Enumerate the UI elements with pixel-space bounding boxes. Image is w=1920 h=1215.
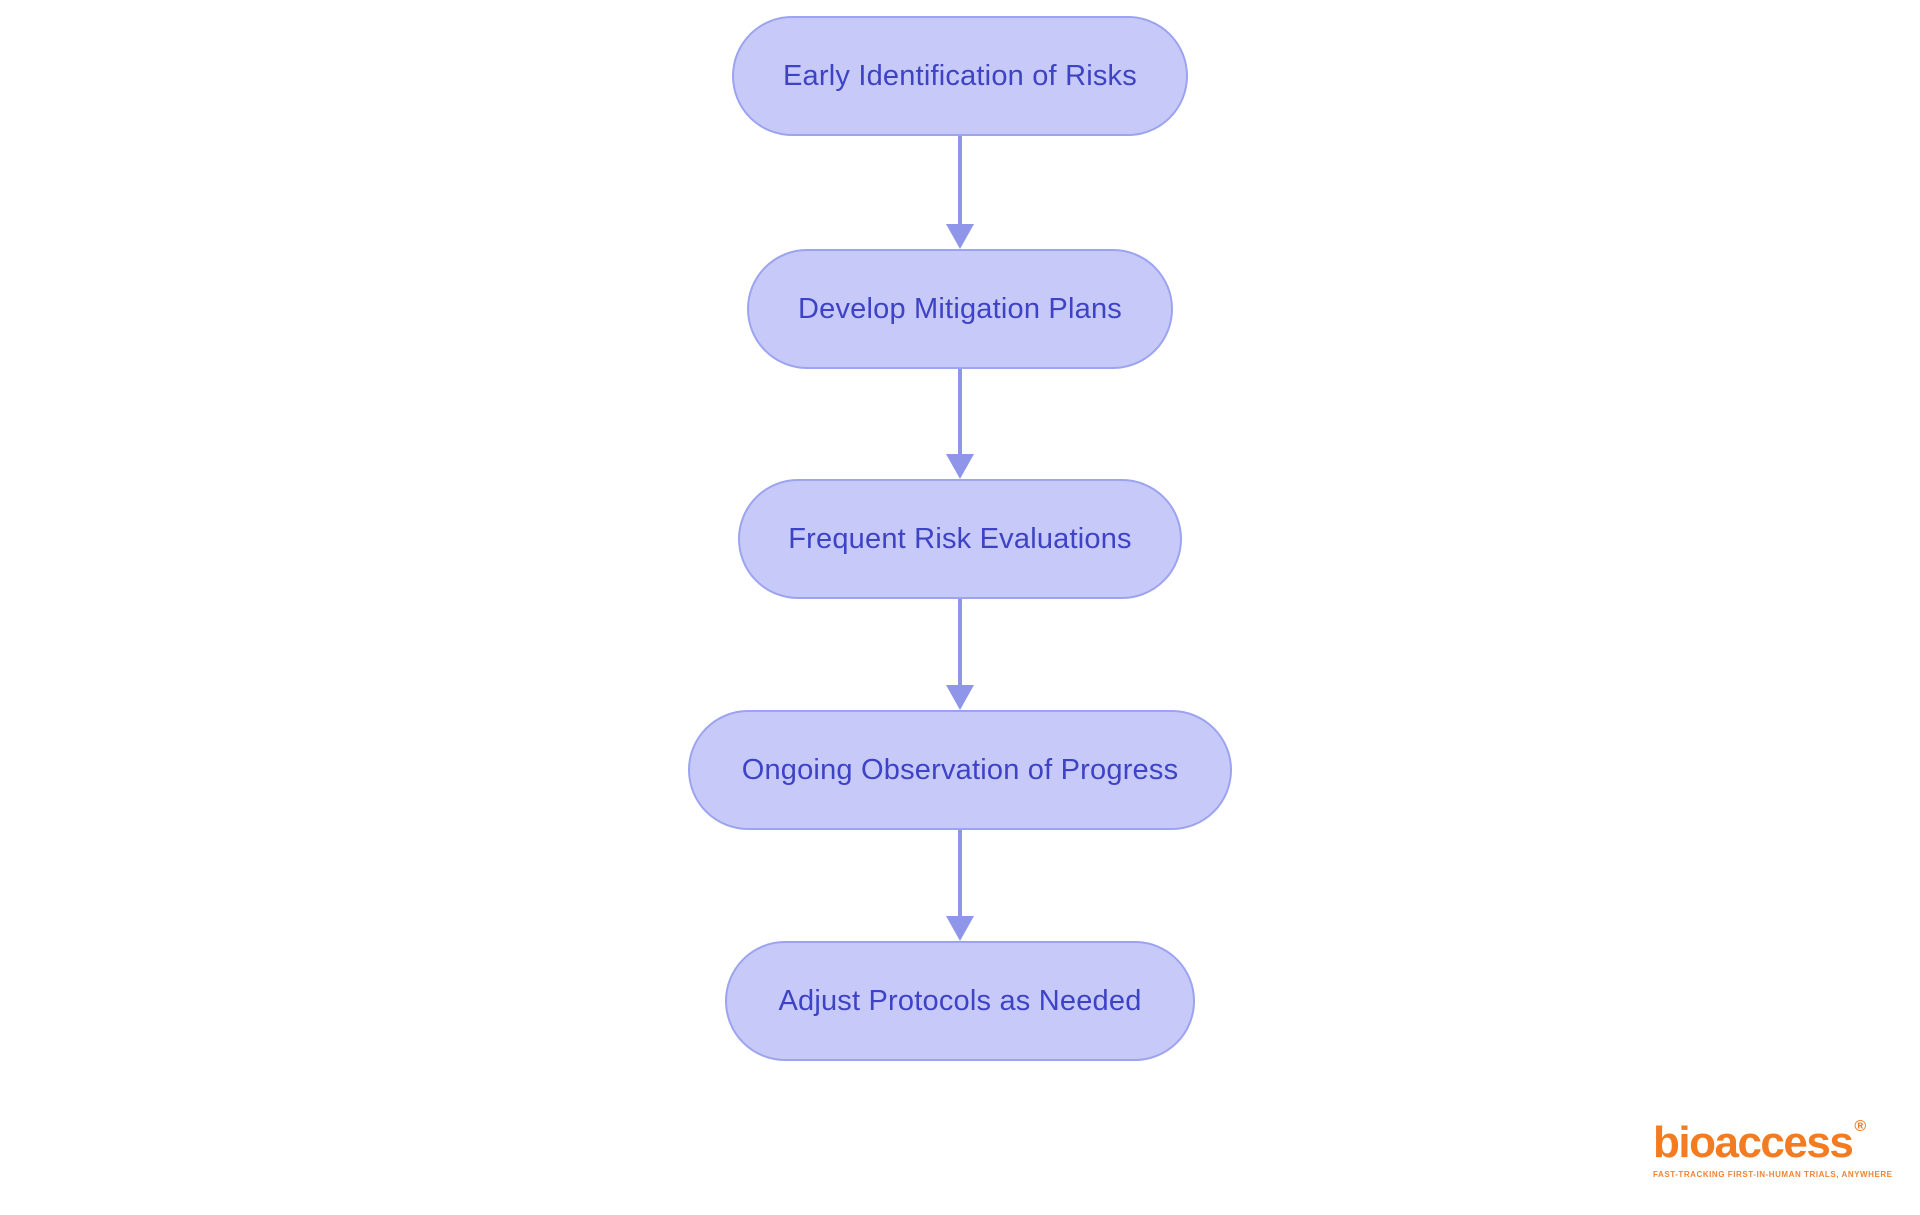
brand-text: bioaccess <box>1653 1118 1854 1167</box>
bioaccess-wordmark: bioaccess® <box>1653 1118 1866 1167</box>
arrow-stem <box>958 369 962 454</box>
flow-node-ongoing-observation-of-progress: Ongoing Observation of Progress <box>688 710 1232 830</box>
arrow-stem <box>958 136 962 224</box>
arrow-head-icon <box>946 224 974 249</box>
flow-arrow-1 <box>946 136 974 249</box>
arrow-stem <box>958 830 962 916</box>
flow-node-frequent-risk-evaluations: Frequent Risk Evaluations <box>738 479 1182 599</box>
arrow-stem <box>958 599 962 685</box>
flow-node-label: Ongoing Observation of Progress <box>741 753 1179 786</box>
flow-arrow-4 <box>946 830 974 941</box>
flow-node-early-identification-of-risks: Early Identification of Risks <box>732 16 1188 136</box>
arrow-head-icon <box>946 685 974 710</box>
arrow-head-icon <box>946 916 974 941</box>
flow-node-label: Adjust Protocols as Needed <box>778 984 1142 1017</box>
flow-node-develop-mitigation-plans: Develop Mitigation Plans <box>747 249 1173 369</box>
flow-arrow-2 <box>946 369 974 479</box>
registered-trademark-icon: ® <box>1854 1118 1867 1135</box>
flow-node-adjust-protocols-as-needed: Adjust Protocols as Needed <box>725 941 1195 1061</box>
bioaccess-logo: bioaccess® FAST-TRACKING FIRST-IN-HUMAN … <box>1653 1118 1893 1179</box>
flow-arrow-3 <box>946 599 974 710</box>
flow-node-label: Frequent Risk Evaluations <box>788 522 1132 555</box>
flow-node-label: Early Identification of Risks <box>783 59 1137 92</box>
flow-node-label: Develop Mitigation Plans <box>798 292 1122 325</box>
bioaccess-tagline: FAST-TRACKING FIRST-IN-HUMAN TRIALS, ANY… <box>1653 1170 1893 1180</box>
arrow-head-icon <box>946 454 974 479</box>
